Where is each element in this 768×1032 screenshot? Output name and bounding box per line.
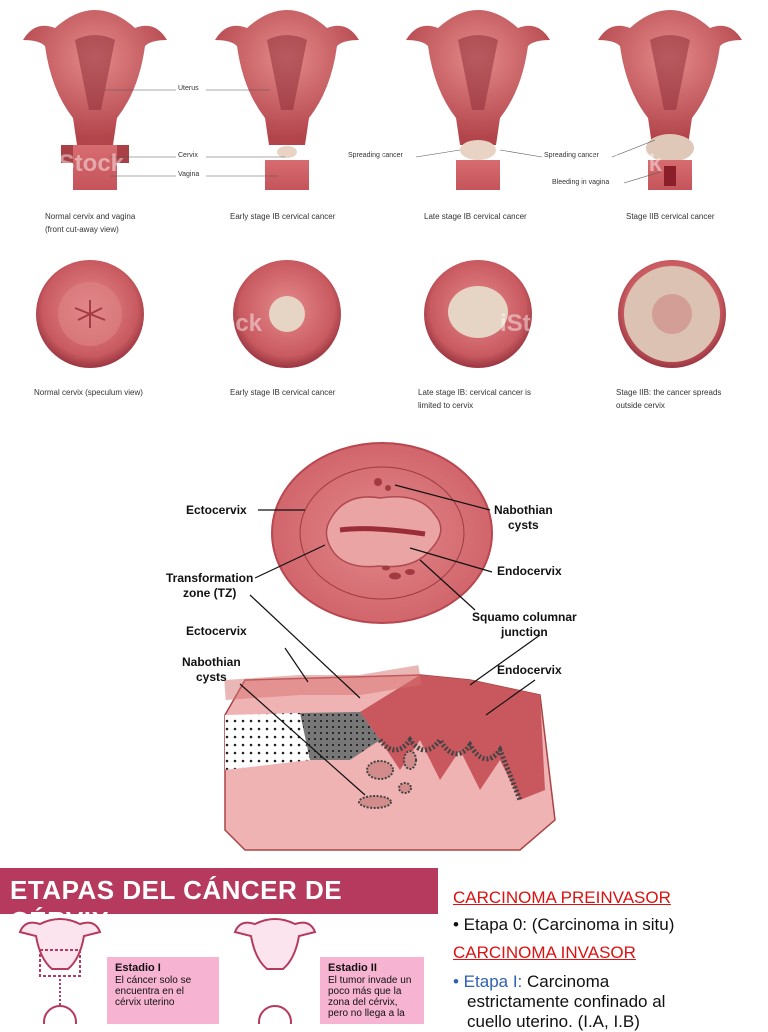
- watermark-5: iStock: [500, 310, 573, 337]
- label-spreading-cancer-2: Spreading cancer: [544, 152, 599, 159]
- caption-r2-3: Late stage IB: cervical cancer is limite…: [418, 388, 531, 410]
- watermark-4: iStock: [190, 310, 263, 337]
- uterus-illustrations: [23, 10, 742, 190]
- speculum-views: [36, 260, 726, 368]
- label-vagina: Vagina: [178, 171, 200, 178]
- caption-r1-2: Early stage IB cervical cancer: [230, 212, 336, 221]
- speculum-early-ib: [233, 260, 341, 368]
- stage2-title: Estadio II: [328, 962, 377, 974]
- caption-r1-3: Late stage IB cervical cancer: [424, 212, 527, 221]
- label-nabothian-1: Nabothian cysts: [494, 503, 553, 532]
- speculum-normal: [36, 260, 144, 368]
- watermark-2: iStock: [320, 150, 393, 177]
- caption-r2-1: Normal cervix (speculum view): [34, 388, 143, 397]
- label-cervix: Cervix: [178, 152, 198, 159]
- etapa1-line2: estrictamente confinado al: [467, 992, 666, 1011]
- uterus-stage-iib: [598, 10, 742, 190]
- heading-preinvasor: CARCINOMA PREINVASOR: [453, 888, 671, 907]
- stages-banner: ETAPAS DEL CÁNCER DE CÉRVIX: [0, 868, 438, 936]
- speculum-stage-iib: [618, 260, 726, 368]
- caption-r1-4: Stage IIB cervical cancer: [626, 212, 715, 221]
- etapa1-line3: cuello uterino. (I.A, I.B): [467, 1012, 640, 1031]
- caption-r2-2: Early stage IB cervical cancer: [230, 388, 336, 397]
- etapa1-line1: • Etapa I: Carcinoma: [453, 972, 609, 992]
- label-uterus: Uterus: [178, 85, 199, 92]
- caption-r1-1: Normal cervix and vagina (front cut-away…: [45, 212, 136, 234]
- stage2-box: Estadio II El tumor invade un poco más q…: [320, 957, 424, 1024]
- cervix-diagram: [224, 442, 556, 851]
- label-transformation-zone: Transformation zone (TZ): [166, 571, 254, 600]
- label-endocervix-1: Endocervix: [497, 564, 562, 578]
- etapa1-label: • Etapa I:: [453, 972, 523, 991]
- etapa0-text: • Etapa 0: (Carcinoma in situ): [453, 915, 675, 934]
- label-endocervix-2: Endocervix: [497, 663, 562, 677]
- stage2-text: El tumor invade un poco más que la zona …: [328, 975, 412, 1019]
- label-spreading-cancer-1: Spreading cancer: [348, 152, 403, 159]
- label-nabothian-2: Nabothian cysts: [182, 655, 241, 684]
- stages-banner-title: ETAPAS DEL CÁNCER DE CÉRVIX: [10, 875, 343, 936]
- uterus-icon-stage1: [18, 918, 102, 1024]
- label-ectocervix-1: Ectocervix: [186, 503, 247, 517]
- uterus-late-ib: [406, 10, 550, 190]
- watermark-1: iStock: [52, 150, 125, 177]
- stage-icons: [18, 918, 317, 1024]
- heading-invasor: CARCINOMA INVASOR: [453, 943, 636, 962]
- stage1-box: Estadio I El cáncer solo se encuentra en…: [107, 957, 219, 1024]
- watermark-3: iStock: [590, 150, 663, 177]
- uterus-icon-stage2: [233, 918, 317, 1024]
- stage1-title: Estadio I: [115, 962, 161, 974]
- uterus-early-ib: [215, 10, 359, 190]
- label-bleeding: Bleeding in vagina: [552, 179, 610, 186]
- speculum-late-ib: [424, 260, 532, 368]
- label-ectocervix-2: Ectocervix: [186, 624, 247, 638]
- stage1-text: El cáncer solo se encuentra en el cérvix…: [115, 975, 192, 1008]
- caption-r2-4: Stage IIB: the cancer spreads outside ce…: [616, 388, 722, 410]
- etapa1-text: Carcinoma: [522, 972, 610, 991]
- uterus-normal: [23, 10, 167, 190]
- label-squamo-junction: Squamo columnar junction: [472, 610, 577, 639]
